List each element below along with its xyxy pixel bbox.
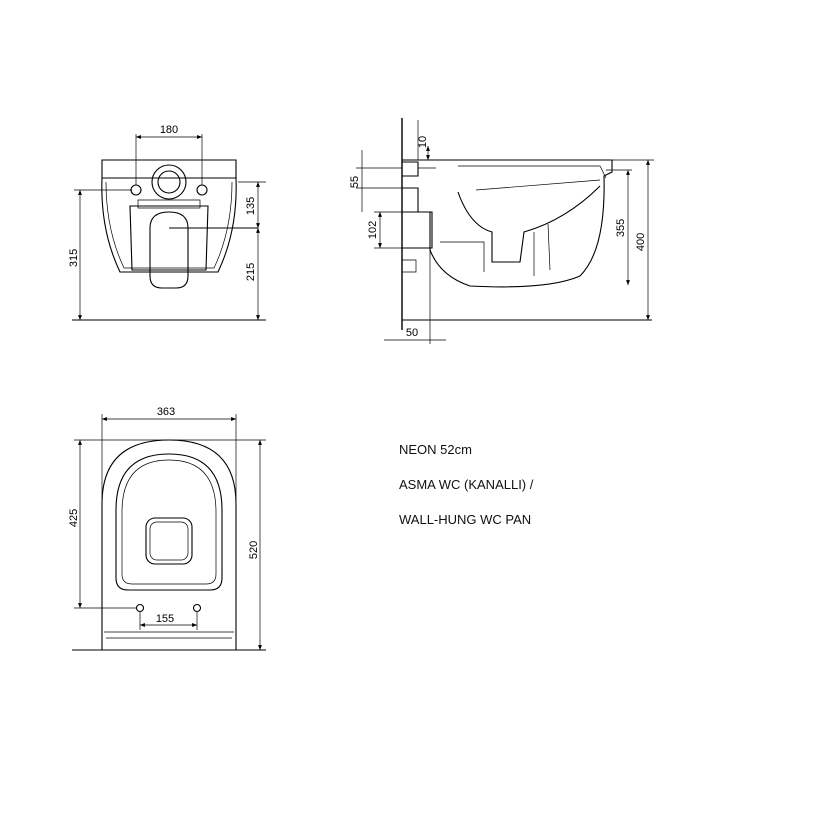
side-inlet-stub [402,161,419,177]
side-rim-inner [458,165,607,179]
dim-side-102-label: 102 [367,221,379,239]
front-body-inner [105,181,233,269]
side-outlet-stub [402,211,433,249]
top-fixing-hole-left [135,603,145,613]
side-bowl-trap [457,185,601,263]
dim-side-400-label: 400 [635,233,647,251]
top-fixing-hole-right [192,603,202,613]
front-fixing-hole-left [130,184,142,196]
side-view: 10 55 102 50 355 400 [349,118,654,344]
dim-side-355-label: 355 [615,219,627,237]
product-name: NEON 52cm [399,442,472,457]
product-description-line-2: WALL-HUNG WC PAN [399,512,532,527]
side-outlet-inner [440,241,485,272]
dim-side-55-label: 55 [349,176,361,188]
front-outlet [149,211,189,289]
dim-front-215-label: 215 [245,263,257,281]
top-bowl-opening-inner [149,521,189,561]
front-rim [101,159,237,179]
top-bowl-opening [145,517,193,565]
front-back-plate [129,205,209,271]
front-inlet-ring [151,164,187,200]
side-trap-wall-2 [547,223,551,271]
product-description-line-1: ASMA WC (KANALLI) / [399,477,534,492]
dim-top-363-label: 363 [157,406,175,418]
dim-front-315-label: 315 [68,249,80,267]
dim-side-10-label: 10 [417,136,429,148]
top-seat-ring-inner [121,459,217,585]
front-view: 180 315 135 215 [68,124,266,321]
dim-top-425-label: 425 [68,509,80,527]
side-seat-line [475,179,601,191]
side-bowl-outer [402,159,613,288]
dim-top-520-label: 520 [248,541,260,559]
front-inlet-hole [157,170,181,194]
front-fixing-hole-right [196,184,208,196]
side-bracket [402,259,417,273]
dim-side-50-label: 50 [406,327,418,339]
dim-top-155-label: 155 [156,613,174,625]
dim-front-135-label: 135 [245,197,257,215]
top-seat-ring [115,453,223,591]
front-body [101,177,237,273]
front-back-plate-top [137,199,201,209]
top-view: 363 425 520 155 [68,406,266,651]
dim-front-180-label: 180 [160,124,178,136]
